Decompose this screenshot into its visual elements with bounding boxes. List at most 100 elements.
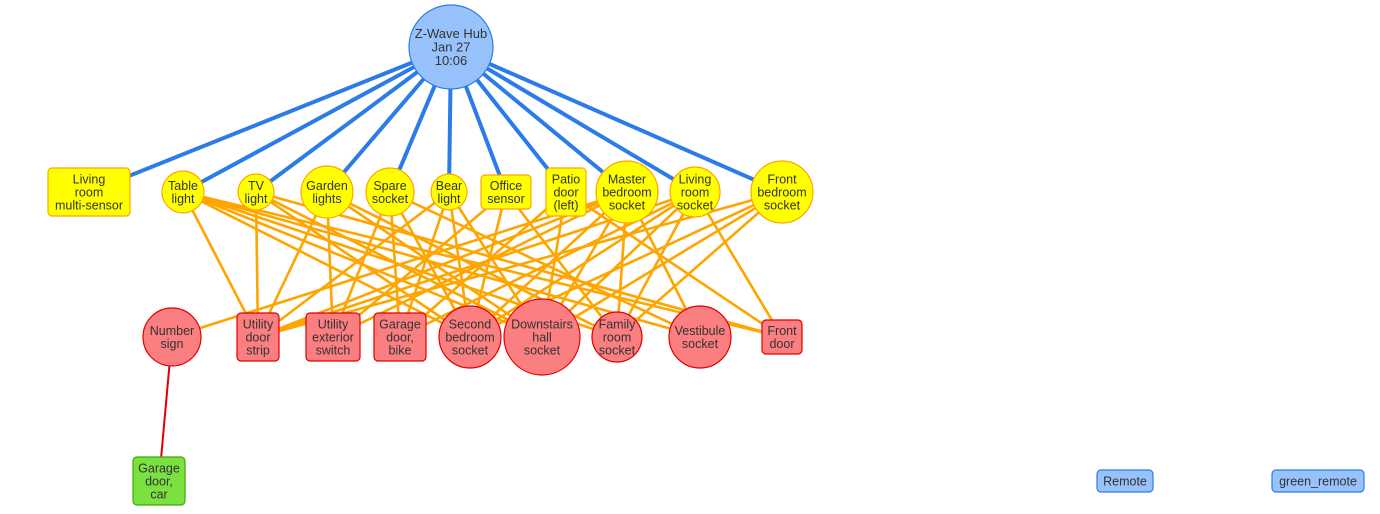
node-shape[interactable] <box>591 311 643 363</box>
node-shape[interactable] <box>1096 469 1154 493</box>
node-shape[interactable] <box>365 167 415 217</box>
node-shape[interactable] <box>373 312 427 362</box>
node-shape[interactable] <box>236 312 280 362</box>
node-shape[interactable] <box>142 307 202 367</box>
node-label-line: Second <box>449 317 491 331</box>
node-shape[interactable] <box>408 4 494 90</box>
edge-patio_door-front_door <box>564 190 784 339</box>
node-label-line: Downstairs <box>511 317 573 331</box>
node-label-line: door, <box>386 331 414 345</box>
node-label-line: socket <box>677 199 714 213</box>
node-green-remote[interactable]: green_remote <box>1271 469 1365 493</box>
node-label-line: bike <box>389 344 412 358</box>
node-shape[interactable] <box>430 173 468 211</box>
node-label-line: Garage <box>138 461 180 475</box>
node-shape[interactable] <box>545 167 587 217</box>
edge-front_socket-family_socket <box>615 190 784 339</box>
node-label-line: exterior <box>312 331 354 345</box>
node-label-line: Living <box>73 172 106 186</box>
node-label-line: Z-Wave Hub <box>415 26 487 41</box>
node-label-line: Number <box>150 324 194 338</box>
edge-patio_door-garage_bike <box>398 190 568 339</box>
edges-layer <box>87 45 784 482</box>
node-remote[interactable]: Remote <box>1096 469 1154 493</box>
node-label-line: door <box>769 337 794 351</box>
node-shape[interactable] <box>300 165 354 219</box>
node-label-line: socket <box>452 344 489 358</box>
node-label-line: door <box>245 331 270 345</box>
node-label-line: multi-sensor <box>55 199 123 213</box>
edge-hub-table_light <box>181 45 453 194</box>
node-shape[interactable] <box>750 160 814 224</box>
node-label-line: 10:06 <box>435 53 468 68</box>
node-label-line: light <box>438 192 461 206</box>
node-label-line: Patio <box>552 172 581 186</box>
node-label-line: socket <box>682 337 719 351</box>
node-shape[interactable] <box>305 312 361 362</box>
node-shape[interactable] <box>47 167 131 217</box>
node-shape[interactable] <box>237 173 275 211</box>
node-label-line: Vestibule <box>675 324 726 338</box>
node-label-line: door <box>553 186 578 200</box>
node-label-line: Living <box>679 172 712 186</box>
edge-office_sensor-utility_ext <box>331 190 508 339</box>
node-label-line: room <box>603 331 631 345</box>
node-label-line: Garden <box>306 179 348 193</box>
node-shape[interactable] <box>669 166 721 218</box>
node-label-line: room <box>681 186 709 200</box>
edge-living_socket-family_socket <box>615 190 697 339</box>
edge-hub-front_socket <box>449 45 784 194</box>
node-shape[interactable] <box>1271 469 1365 493</box>
node-label-line: Office <box>490 179 522 193</box>
node-label-line: switch <box>316 344 351 358</box>
edge-tv_light-second_socket <box>254 190 472 339</box>
node-label-line: strip <box>246 344 270 358</box>
node-label-line: Spare <box>373 179 406 193</box>
node-shape[interactable] <box>132 456 186 506</box>
node-shape[interactable] <box>438 305 502 369</box>
node-shape[interactable] <box>668 305 732 369</box>
node-label-line: light <box>245 192 268 206</box>
node-label-line: Utility <box>318 317 349 331</box>
node-label-line: socket <box>609 199 646 213</box>
edge-office_sensor-family_socket <box>504 190 619 339</box>
node-label-line: Jan 27 <box>431 40 470 55</box>
node-shape[interactable] <box>503 298 581 376</box>
node-label-line: socket <box>524 344 561 358</box>
node-shape[interactable] <box>595 160 659 224</box>
node-shape[interactable] <box>161 170 205 214</box>
node-label-line: Utility <box>243 317 274 331</box>
edge-hub-living_socket <box>449 45 697 194</box>
node-label-line: car <box>150 488 167 502</box>
node-label-line: Master <box>608 172 646 186</box>
node-label-line: sign <box>161 337 184 351</box>
edge-living_socket-front_door <box>693 190 784 339</box>
node-label-line: bedroom <box>602 186 651 200</box>
node-shape[interactable] <box>761 319 803 355</box>
node-shape[interactable] <box>480 174 532 210</box>
node-label-line: socket <box>599 344 636 358</box>
